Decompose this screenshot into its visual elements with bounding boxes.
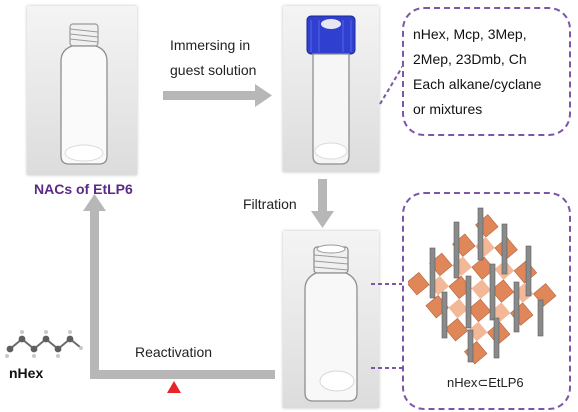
framework-callout: nHex⊂EtLP6 bbox=[402, 192, 571, 410]
arrow-reactivation bbox=[83, 194, 275, 379]
arrow-filtration bbox=[311, 179, 334, 228]
vial-photo-initial bbox=[27, 6, 137, 175]
callout-connector-top bbox=[379, 63, 405, 105]
guest-line-4: or mixtures bbox=[413, 101, 483, 117]
step-label-immersing-1: Immersing in bbox=[170, 37, 251, 53]
nhex-label: nHex bbox=[9, 365, 44, 381]
heat-triangle-icon bbox=[167, 381, 181, 393]
capped-vial-icon bbox=[306, 15, 356, 165]
guest-line-1: nHex, Mcp, 3Mep, bbox=[413, 26, 527, 42]
vial-photo-filtered bbox=[283, 231, 379, 408]
arrow-immersing bbox=[163, 84, 272, 107]
guest-line-3: Each alkane/cyclane bbox=[413, 76, 542, 92]
vial-photo-immersed bbox=[283, 6, 379, 172]
guest-callout: nHex, Mcp, 3Mep, 2Mep, 23Dmb, Ch Each al… bbox=[402, 7, 571, 136]
callout-connector-bottom bbox=[371, 283, 404, 369]
step-label-filtration: Filtration bbox=[243, 196, 297, 212]
inclusion-label: nHex⊂EtLP6 bbox=[447, 375, 524, 390]
host-guest-framework-icon bbox=[408, 207, 557, 365]
step-label-reactivation: Reactivation bbox=[135, 344, 213, 360]
guest-line-2: 2Mep, 23Dmb, Ch bbox=[413, 51, 527, 67]
open-vial-icon bbox=[304, 244, 358, 402]
hexane-molecule-icon bbox=[5, 330, 83, 358]
step-label-immersing-2: guest solution bbox=[170, 62, 257, 78]
nacs-label: NACs of EtLP6 bbox=[34, 181, 133, 197]
glass-vial-icon bbox=[60, 23, 108, 165]
